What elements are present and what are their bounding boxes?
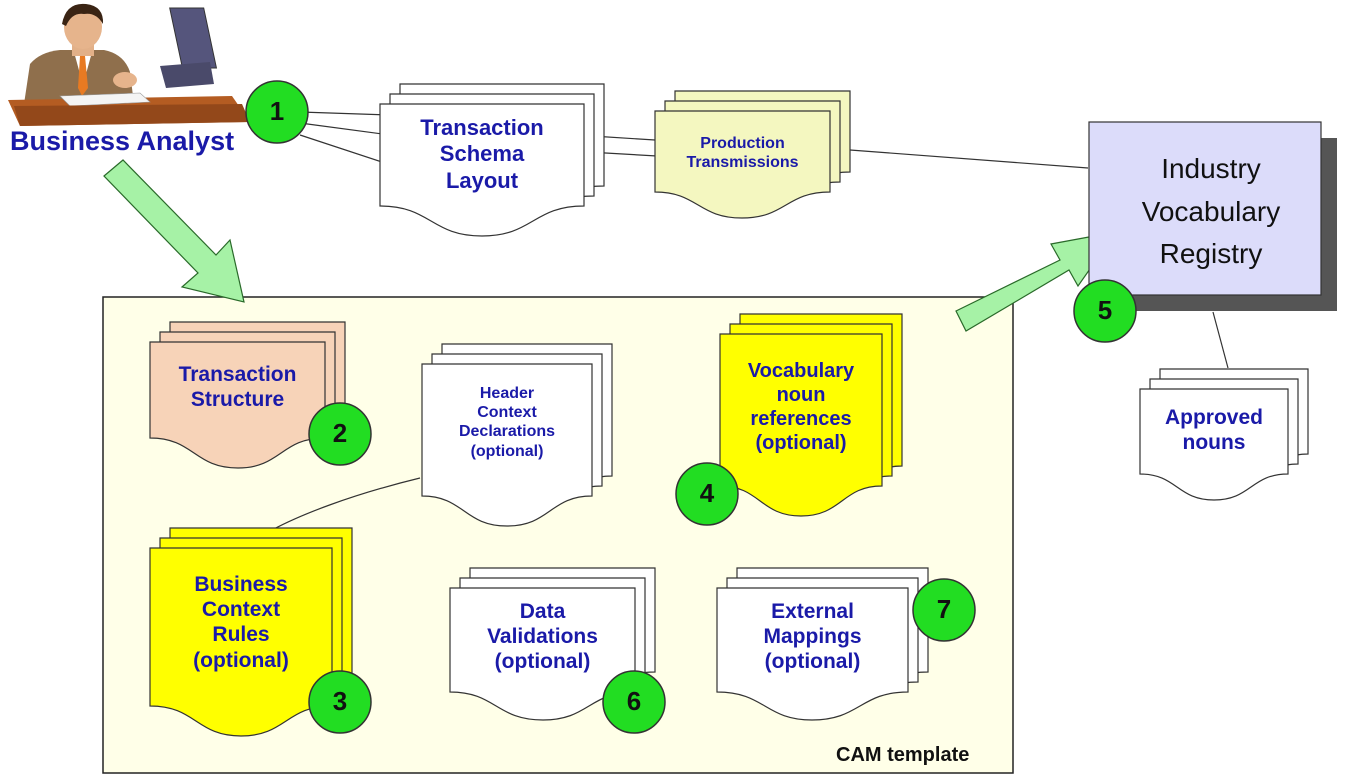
badge-2-label: 2 xyxy=(332,418,348,448)
doc-transaction-structure xyxy=(149,321,346,469)
vocabulary-references-label: Vocabulary noun references (optional) xyxy=(747,360,855,454)
connector-analyst-schema-1 xyxy=(299,111,391,116)
transaction-schema-label: Transaction Schema Layout xyxy=(420,115,544,193)
business-rules-label: Business Context Rules (optional) xyxy=(193,573,289,672)
doc-business-rules xyxy=(149,527,353,737)
badge-1-label: 1 xyxy=(269,96,285,126)
connector-analyst-schema-3 xyxy=(299,134,383,163)
header-context-label: Header Context Declarations (optional) xyxy=(458,385,556,460)
connector-lines xyxy=(271,111,1229,531)
badge-1-circle xyxy=(245,80,309,144)
badge-6-circle xyxy=(602,670,666,734)
badge-4-circle xyxy=(675,462,739,526)
registry-box xyxy=(1088,121,1322,296)
badge-7-circle xyxy=(912,578,976,642)
doc-header-context xyxy=(421,343,613,527)
external-mappings-label: External Mappings (optional) xyxy=(763,600,862,674)
doc-external-mappings xyxy=(716,567,929,721)
badge-5-circle xyxy=(1073,279,1137,343)
production-transmissions-label: Production Transmissions xyxy=(686,135,799,172)
doc-data-validations xyxy=(449,567,656,721)
connector-header-rules xyxy=(271,477,421,531)
doc-transaction-schema xyxy=(379,83,605,237)
doc-approved-nouns xyxy=(1139,368,1309,501)
badge-5-label: 5 xyxy=(1097,295,1113,325)
connector-registry-nouns xyxy=(1212,311,1229,369)
badge-3-label: 3 xyxy=(332,686,348,716)
data-validations-label: Data Validations (optional) xyxy=(487,600,598,674)
arrow-analyst-to-template xyxy=(103,159,245,303)
badge-4-label: 4 xyxy=(699,478,715,508)
step-badges xyxy=(245,80,1137,734)
connector-analyst-schema-2 xyxy=(299,122,391,136)
business-analyst-icon xyxy=(8,3,250,126)
transaction-structure-label: Transaction Structure xyxy=(178,363,297,412)
business-analyst-label: Business Analyst xyxy=(10,126,235,156)
badge-6-label: 6 xyxy=(626,686,642,716)
doc-production-transmissions xyxy=(654,90,851,219)
badge-2-circle xyxy=(308,402,372,466)
doc-vocabulary-references xyxy=(719,313,903,517)
connector-production-registry xyxy=(849,149,1089,169)
registry-label: Industry Vocabulary Registry xyxy=(1141,153,1281,270)
badge-3-circle xyxy=(308,670,372,734)
badge-7-label: 7 xyxy=(936,594,952,624)
approved-nouns-label: Approved nouns xyxy=(1164,406,1263,455)
cam-template-label: CAM template xyxy=(836,744,970,766)
